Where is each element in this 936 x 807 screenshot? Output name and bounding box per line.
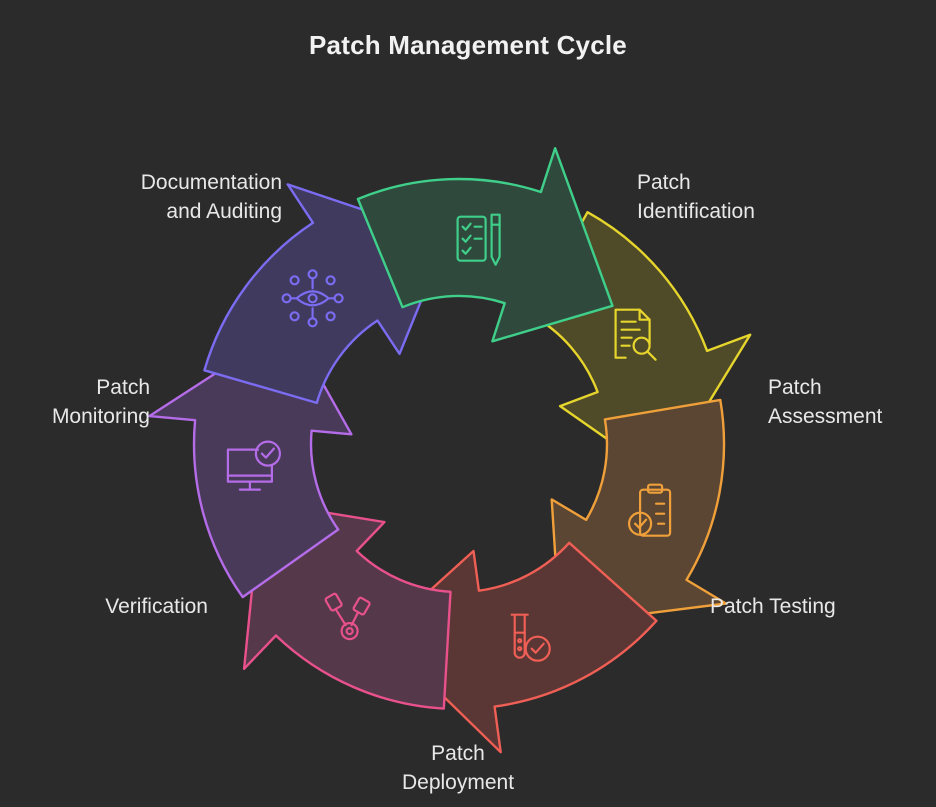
checklist-pen-icon	[456, 213, 501, 266]
test-tube-check-icon	[510, 613, 551, 662]
stage-label-testing: Patch Testing	[710, 595, 836, 618]
document-search-icon	[614, 308, 657, 361]
eye-network-icon	[281, 269, 344, 328]
page-title: Patch Management Cycle	[309, 30, 627, 60]
monitor-check-icon	[226, 440, 281, 491]
clipboard-check-icon	[627, 483, 672, 537]
stage-label-verification: Verification	[105, 595, 208, 618]
deploy-tools-icon	[324, 592, 371, 641]
